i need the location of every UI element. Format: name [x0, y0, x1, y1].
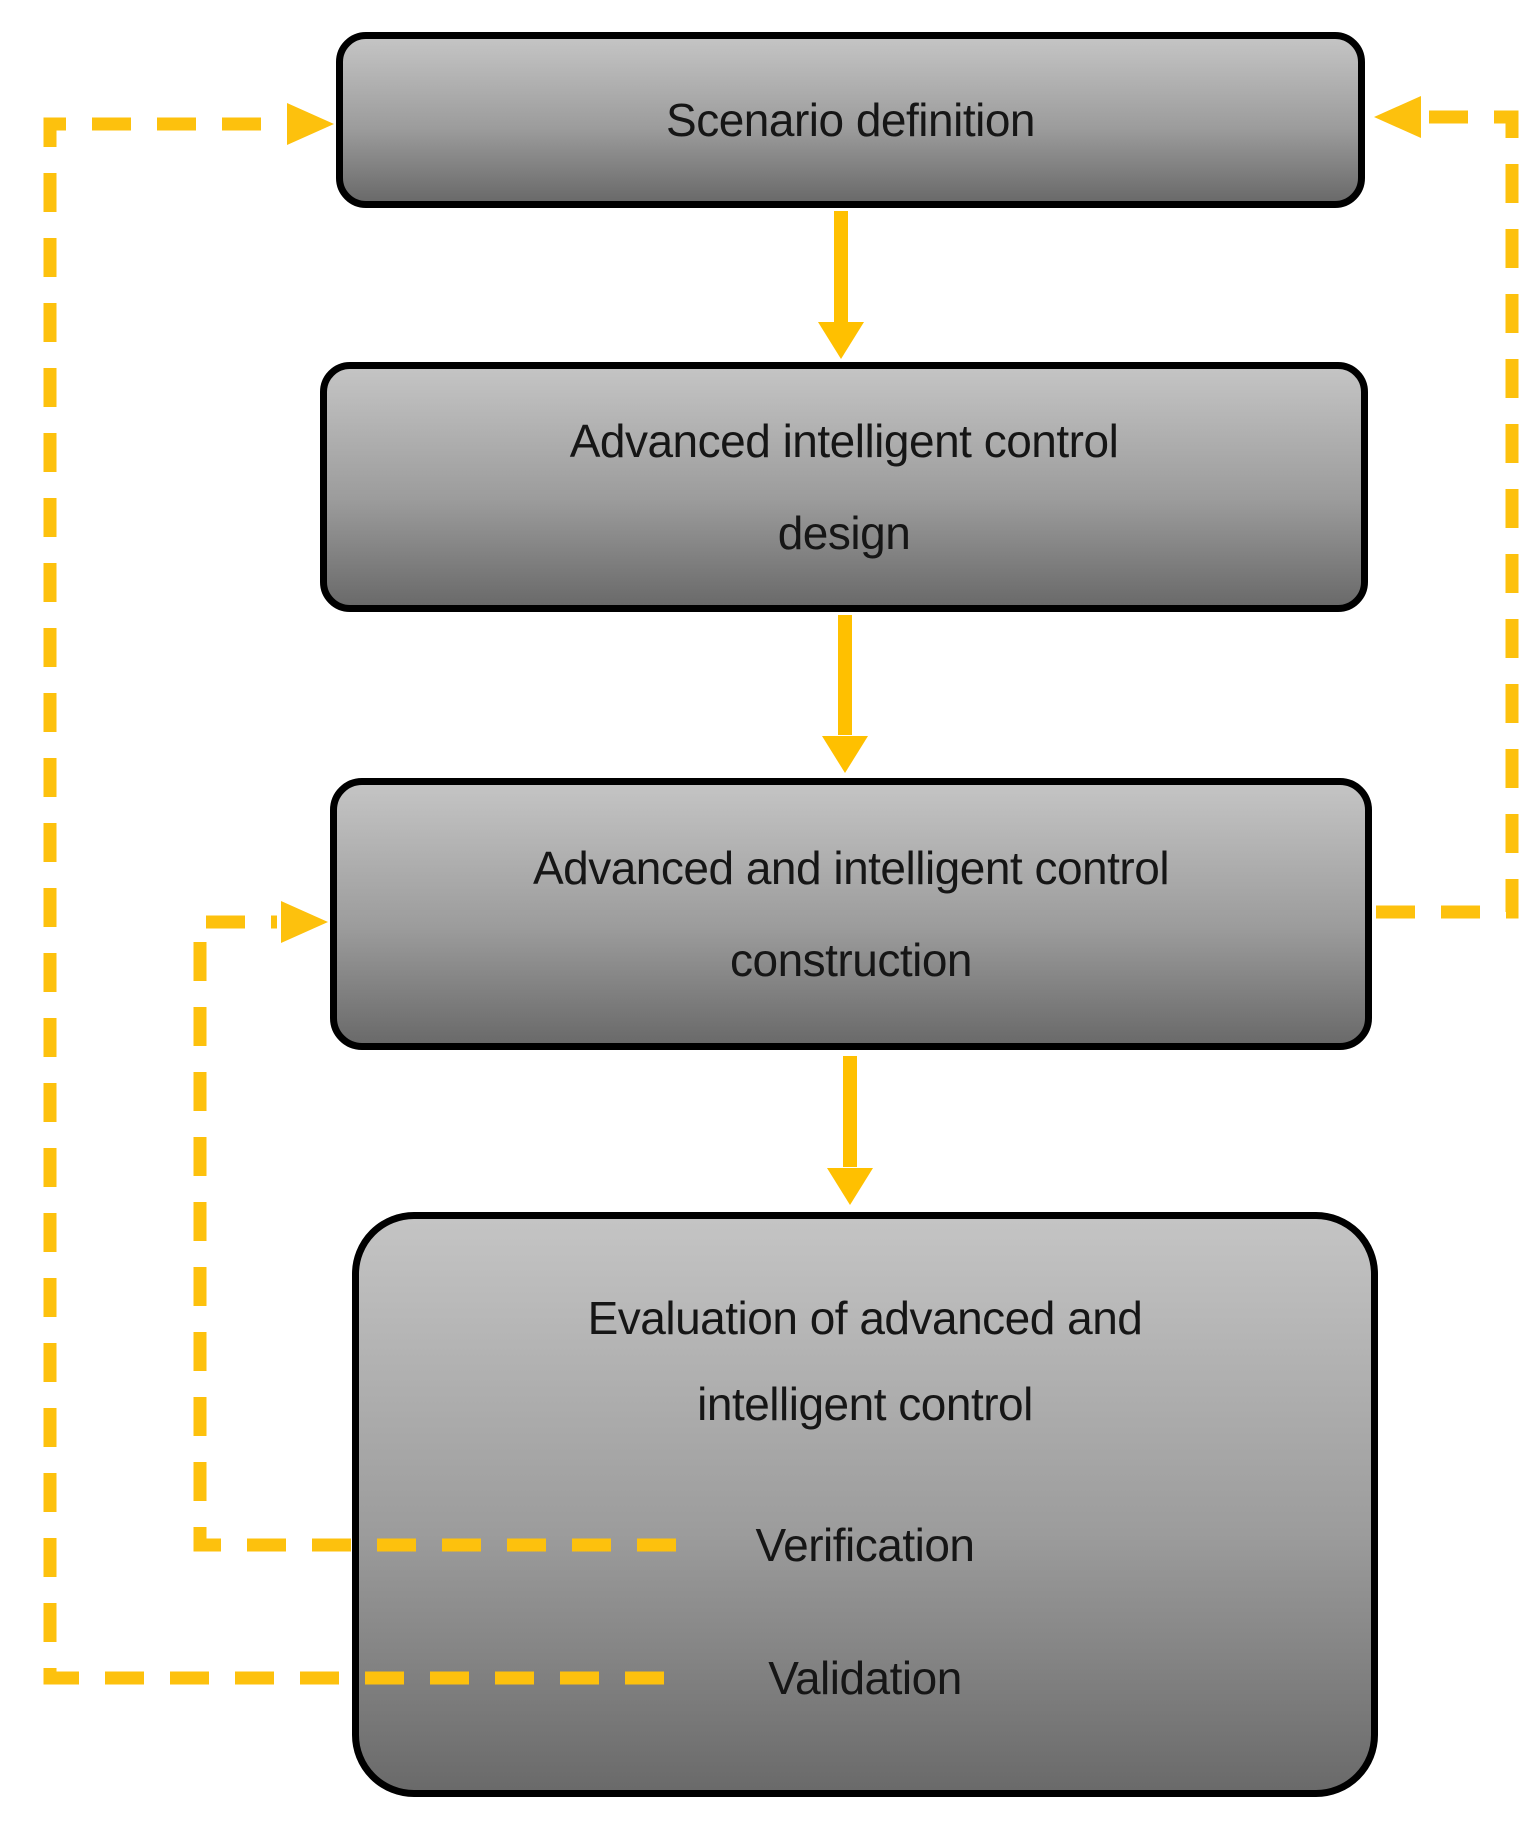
feedback-construction-to-scenario-path [1376, 110, 1519, 919]
node-label-line2: construction [729, 934, 973, 986]
node-advanced-intelligent-control-design: Advanced intelligent control design [320, 362, 1368, 612]
node-label: Scenario definition [666, 94, 1035, 146]
node-advanced-intelligent-control-construction: Advanced and intelligent control constru… [330, 778, 1372, 1050]
flow-arrow-design-to-construction-head-icon [822, 736, 868, 773]
node-label-line1: Advanced intelligent control [569, 415, 1119, 467]
feedback-validation-to-scenario-head-icon [287, 103, 334, 145]
node-scenario-definition: Scenario definition [336, 32, 1365, 208]
feedback-construction-to-scenario-head-icon [1374, 96, 1421, 138]
node-evaluation-of-control: Evaluation of advanced and intelligent c… [352, 1212, 1378, 1797]
verification-label: Verification [755, 1519, 975, 1571]
node-label-line2: intelligent control [697, 1378, 1033, 1430]
flow-arrow-scenario-to-design-head-icon [818, 322, 864, 359]
node-label-line1: Advanced and intelligent control [532, 842, 1170, 894]
node-label-line2: design [777, 507, 911, 559]
node-label-line1: Evaluation of advanced and [587, 1292, 1143, 1344]
validation-label: Validation [768, 1652, 962, 1704]
feedback-verification-to-construction-head-icon [281, 901, 328, 943]
flow-arrow-construction-to-evaluation-head-icon [827, 1168, 873, 1205]
